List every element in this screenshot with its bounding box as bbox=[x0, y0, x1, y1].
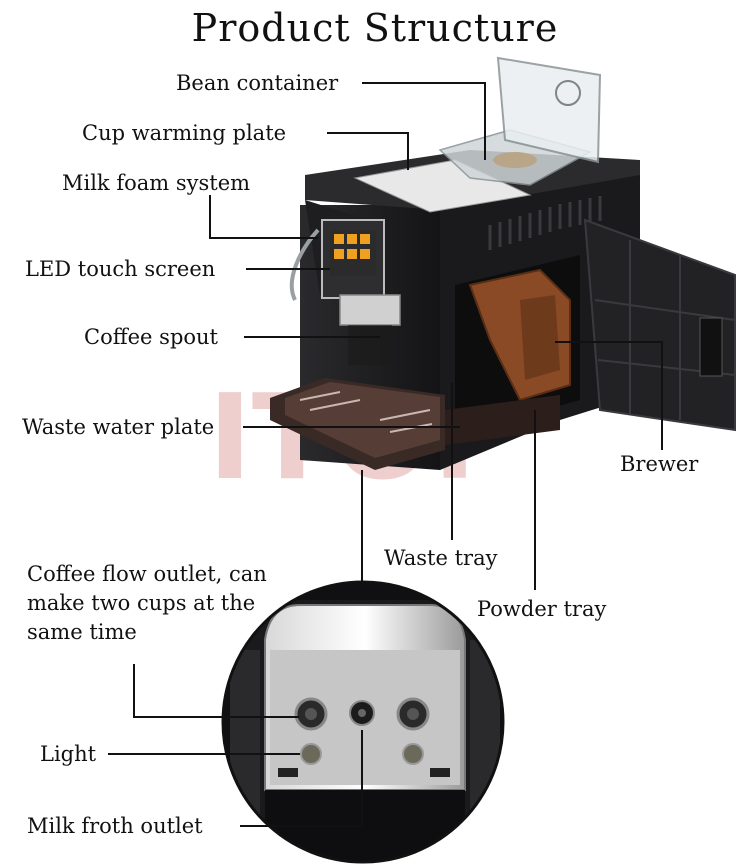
leader-cup-warming-plate bbox=[327, 132, 409, 170]
label-waste-tray: Waste tray bbox=[384, 546, 498, 570]
outlet-nozzle-left bbox=[294, 697, 328, 731]
label-bean-container: Bean container bbox=[176, 71, 339, 95]
label-cup-warming-plate: Cup warming plate bbox=[82, 121, 287, 145]
label-coffee-spout: Coffee spout bbox=[84, 325, 218, 349]
label-coffee-flow-outlet: Coffee flow outlet, can make two cups at… bbox=[27, 562, 267, 644]
closeup-circle bbox=[221, 580, 505, 864]
waste-tray-illustration bbox=[445, 395, 560, 445]
leader-coffee-flow-outlet bbox=[133, 664, 299, 718]
label-light: Light bbox=[40, 742, 97, 766]
coffee-spout-illustration bbox=[339, 294, 401, 365]
brewer-illustration bbox=[468, 268, 571, 402]
label-brewer: Brewer bbox=[620, 452, 699, 476]
front-panel bbox=[289, 200, 385, 301]
leader-brewer bbox=[555, 341, 663, 450]
leader-lines bbox=[108, 82, 663, 827]
diagram-title: Product Structure bbox=[191, 6, 559, 50]
cup-warming-plate bbox=[353, 159, 532, 213]
drip-tray bbox=[270, 378, 445, 470]
label-powder-tray: Powder tray bbox=[477, 597, 607, 621]
leader-milk-foam-system bbox=[209, 195, 318, 239]
label-milk-foam-system: Milk foam system bbox=[62, 171, 251, 195]
light-right bbox=[402, 743, 424, 765]
outlet-nozzle-right bbox=[396, 697, 430, 731]
label-led-touch-screen: LED touch screen bbox=[25, 257, 216, 281]
label-waste-water-plate: Waste water plate bbox=[22, 415, 215, 439]
light-left bbox=[300, 743, 322, 765]
bean-container bbox=[438, 56, 602, 186]
outlet-nozzle-center bbox=[349, 700, 375, 726]
leader-bean-container bbox=[362, 82, 486, 160]
leader-milk-froth-outlet bbox=[240, 730, 363, 827]
label-milk-froth-outlet: Milk froth outlet bbox=[27, 814, 203, 838]
side-door bbox=[583, 218, 736, 432]
